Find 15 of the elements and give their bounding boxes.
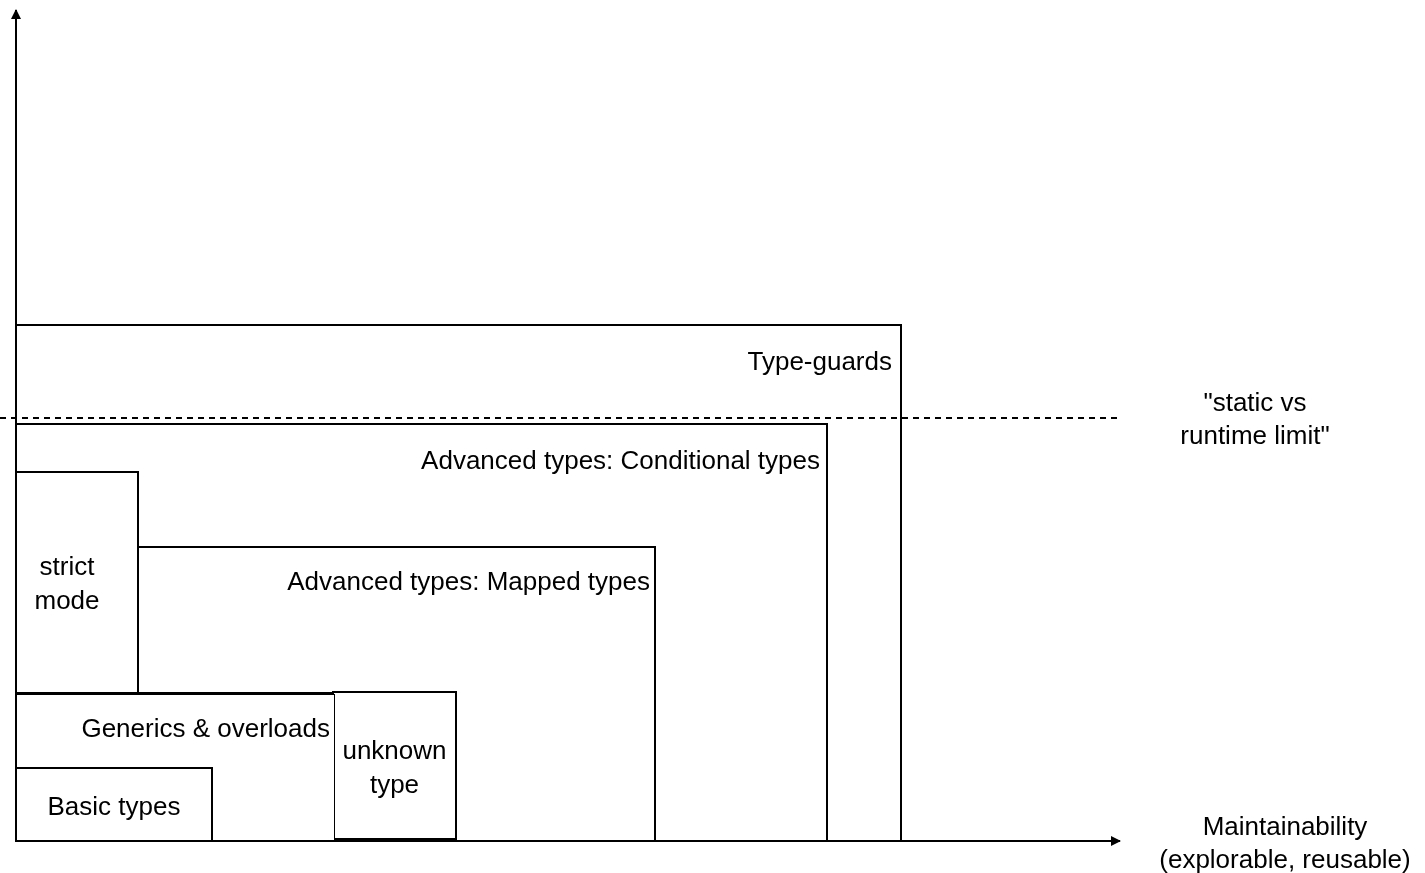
nested-box — [15, 693, 336, 842]
nested-box — [15, 423, 828, 842]
box-label: Advanced types: Conditional types — [421, 444, 820, 477]
box-label: Type-guards — [747, 345, 892, 378]
box-label: strict mode — [33, 550, 101, 617]
nested-box — [15, 471, 139, 694]
box-label: Basic types — [46, 790, 182, 823]
nested-box — [15, 324, 902, 842]
box-label: unknown type — [341, 734, 448, 801]
box-label: Generics & overloads — [81, 712, 330, 745]
nested-box — [15, 767, 213, 842]
box-label: Advanced types: Mapped types — [287, 565, 650, 598]
limit-note: "static vs runtime limit" — [1179, 386, 1331, 452]
axis-label: Maintainability (explorable, reusable) — [1158, 810, 1412, 873]
nested-box — [332, 691, 457, 840]
